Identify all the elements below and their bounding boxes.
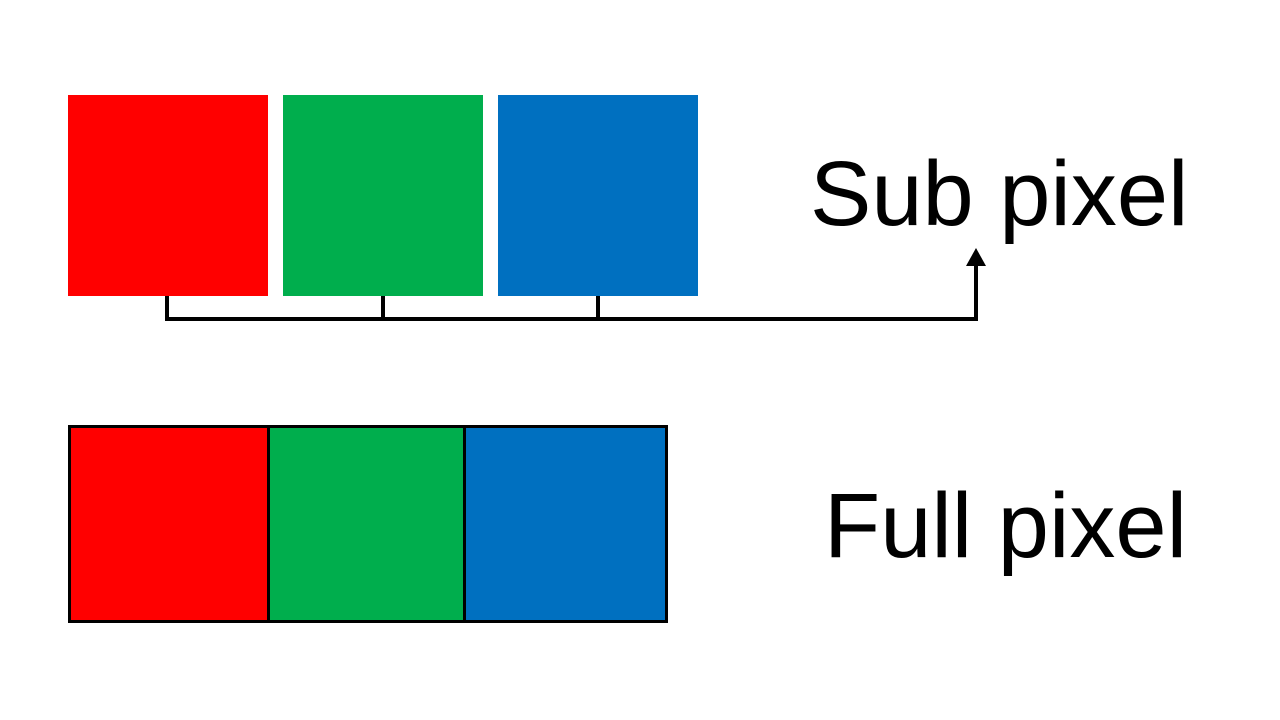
subpixel-swatch-red <box>68 95 268 296</box>
leader-horizontal-rail <box>165 317 978 321</box>
fullpixel-swatch-blue <box>466 428 665 620</box>
leader-tick-red <box>165 296 169 321</box>
fullpixel-swatch-green <box>270 428 466 620</box>
subpixel-swatch-blue <box>498 95 698 296</box>
label-sub-pixel: Sub pixel <box>810 143 1189 245</box>
subpixel-swatch-green <box>283 95 483 296</box>
label-full-pixel: Full pixel <box>824 475 1188 577</box>
leader-vertical-riser <box>974 262 978 321</box>
arrow-up-icon <box>966 248 986 266</box>
leader-tick-green <box>381 296 385 321</box>
leader-tick-blue <box>596 296 600 321</box>
fullpixel-swatch-red <box>71 428 270 620</box>
fullpixel-swatch-group <box>68 425 668 623</box>
